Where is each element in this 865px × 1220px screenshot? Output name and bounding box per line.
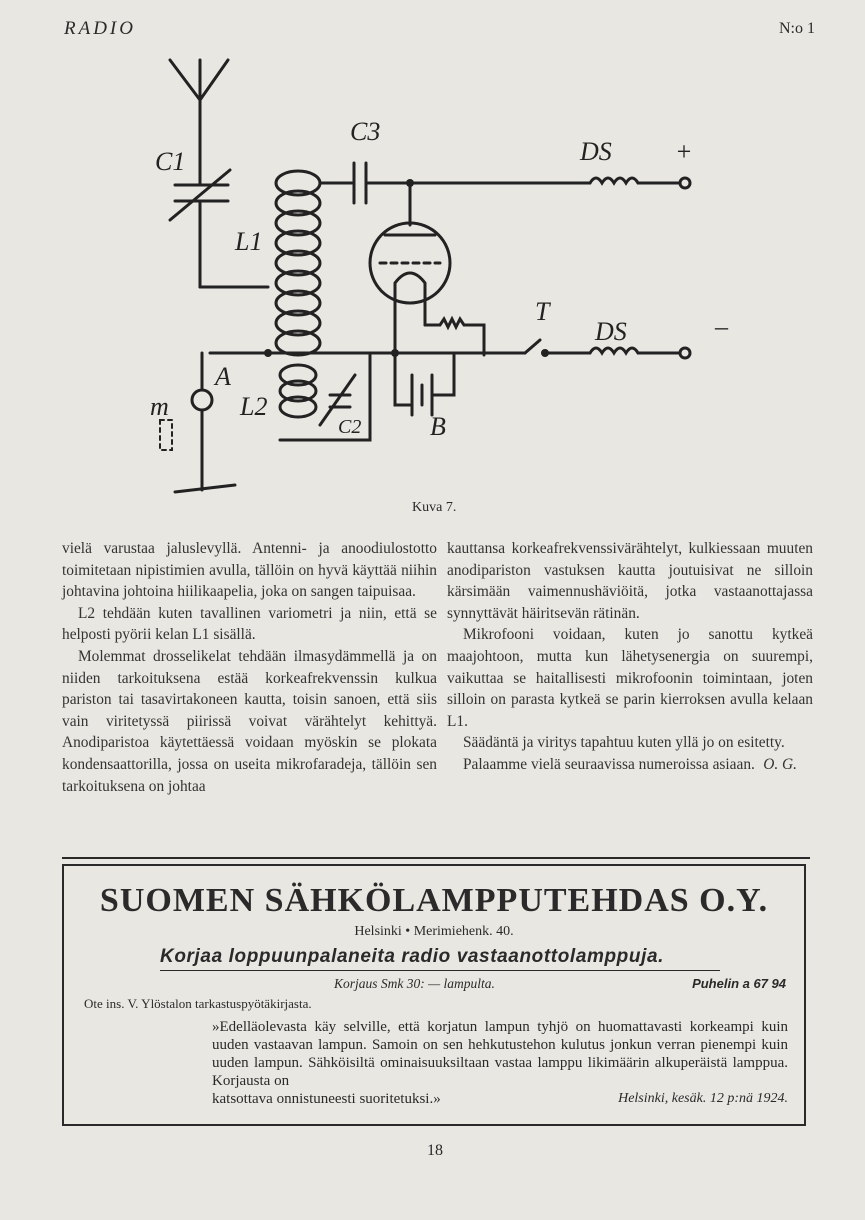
junction-dots: [264, 179, 549, 357]
battery-wire-left: [393, 383, 412, 407]
label-c2: C2: [338, 416, 361, 438]
label-b: B: [430, 412, 446, 441]
paragraph: vielä varustaa jaluslevyllä. Antenni- ja…: [62, 540, 437, 601]
label-ds-top: DS: [579, 137, 612, 166]
minus-terminal: [678, 346, 692, 360]
label-a: A: [213, 362, 231, 391]
antenna-left-arm: [168, 58, 202, 102]
paragraph: Molemmat drosselikelat tehdään ilmasydäm…: [62, 647, 437, 795]
place-date: Helsinki, kesäk. 12 p:nä 1924.: [618, 1091, 788, 1106]
ds-bottom-choke: [588, 346, 640, 356]
ds-top-choke: [588, 176, 640, 186]
article-right-column: kauttansa korkeafrekvenssivärähtelyt, ku…: [447, 538, 813, 776]
rheostat: [423, 315, 486, 357]
label-m: m: [150, 392, 169, 421]
paragraph: Mikrofooni voidaan, kuten jo sanottu kyt…: [447, 626, 813, 730]
quote-last-line: katsottava onnistuneesti suoritetuksi.» …: [212, 1090, 788, 1108]
page-number: 18: [427, 1142, 443, 1159]
paragraph: Palaamme vielä seuraavissa numeroissa as…: [463, 755, 755, 773]
journal-title: RADIO: [64, 18, 136, 39]
label-l2: L2: [239, 392, 267, 421]
ad-source: Ote ins. V. Ylöstalon tarkastuspyötäkirj…: [84, 996, 312, 1011]
ad-address: Helsinki • Merimiehenk. 40.: [354, 924, 514, 939]
switch-t: [523, 338, 542, 355]
l1-coil: [274, 169, 322, 357]
author-signature: O. G.: [763, 755, 797, 773]
ad-phone: Puhelin a 67 94: [692, 976, 786, 991]
issue-number: N:o 1: [779, 20, 815, 37]
antenna-right-arm: [198, 58, 230, 102]
microphone-symbol: [190, 388, 214, 412]
label-t: T: [535, 297, 551, 326]
ad-slogan: Korjaa loppuunpalaneita radio vastaanott…: [160, 946, 665, 967]
label-minus: –: [714, 312, 729, 341]
article-left-column: vielä varustaa jaluslevyllä. Antenni- ja…: [62, 538, 437, 797]
tube-filament: [393, 271, 427, 305]
label-l1: L1: [234, 227, 262, 256]
label-c3: C3: [350, 117, 380, 146]
advertisement: SUOMEN SÄHKÖLAMPPUTEHDAS O.Y. Helsinki •…: [62, 864, 806, 1126]
quote-text: »Edelläolevasta käy selville, että korja…: [212, 1019, 788, 1089]
ad-company-name: SUOMEN SÄHKÖLAMPPUTEHDAS O.Y.: [99, 882, 769, 919]
divider: [62, 857, 810, 859]
paragraph: kauttansa korkeafrekvenssivärähtelyt, ku…: [447, 540, 813, 622]
ground-line: [173, 483, 237, 494]
vacuum-tube: [368, 221, 452, 305]
label-c1: C1: [155, 147, 185, 176]
circuit-diagram: C1 C3 L1 DS + A L2 T DS – m B C2: [140, 55, 740, 515]
mic-dashed-box: [159, 419, 173, 451]
c2-loop: [278, 353, 372, 442]
figure-caption: Kuva 7.: [412, 500, 457, 515]
paragraph: L2 tehdään kuten tavallinen variometri j…: [62, 604, 437, 644]
c2-arrow: [318, 373, 357, 427]
circuit-diagram-svg: C1 C3 L1 DS + A L2 T DS – m B C2: [150, 58, 729, 494]
label-ds-bottom: DS: [594, 317, 627, 346]
slogan-underline: [160, 970, 720, 971]
battery-wire-right: [432, 353, 456, 397]
paragraph: Säädäntä ja viritys tapahtuu kuten yllä …: [463, 734, 785, 752]
closing-row: Palaamme vielä seuraavissa numeroissa as…: [447, 754, 813, 776]
plus-terminal: [678, 176, 692, 190]
quote-end: katsottava onnistuneesti suoritetuksi.»: [212, 1091, 441, 1107]
l2-coil: [278, 363, 318, 419]
ad-price: Korjaus Smk 30: — lampulta.: [334, 976, 495, 991]
label-plus: +: [675, 137, 693, 166]
ad-quote: »Edelläolevasta käy selville, että korja…: [212, 1018, 788, 1108]
c1-arrow: [168, 168, 232, 222]
